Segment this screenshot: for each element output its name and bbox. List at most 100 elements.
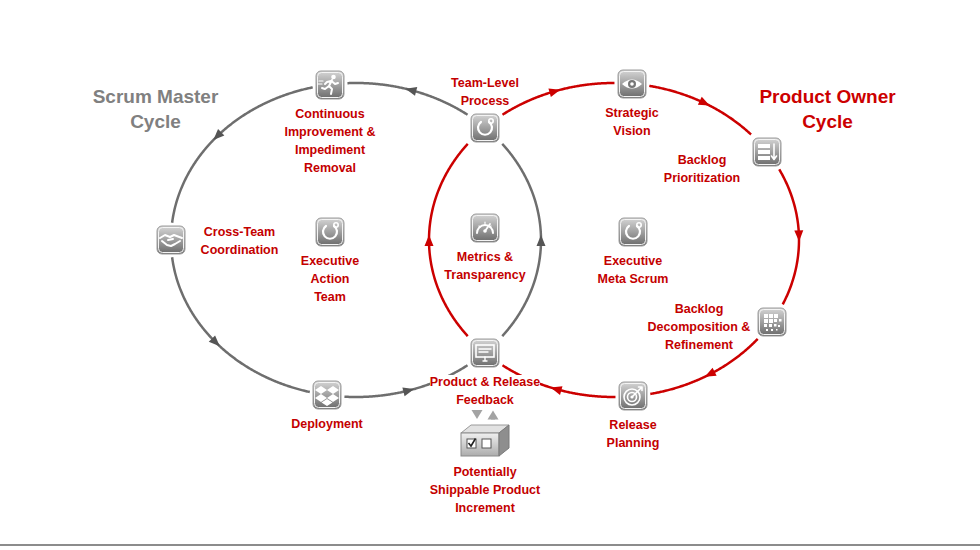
icon-part (479, 222, 491, 227)
label-line: Metrics & Transparency (435, 247, 535, 283)
cycle-arrow (429, 144, 468, 336)
cycle-step: Backlog Prioritization (752, 137, 782, 167)
cycle-connector-group (649, 86, 751, 135)
label-line: Continuous Improvement & Impediment Remo… (278, 104, 382, 176)
icon-part (322, 80, 338, 94)
step-icon (315, 70, 345, 100)
cycle-arrow (502, 144, 541, 336)
cycle-connector-group (425, 144, 468, 336)
step-icon (618, 217, 648, 247)
icon-tile (316, 71, 344, 99)
icon-rim (473, 115, 498, 140)
cycle-step: Cross-Team Coordination (156, 225, 186, 255)
arrow-head (402, 387, 414, 396)
icon-tile (618, 70, 646, 98)
icon-tile (157, 226, 185, 254)
arrow-head (472, 410, 483, 419)
checkbox (482, 439, 491, 448)
icon-rim (621, 220, 646, 245)
icon-tile (471, 114, 499, 142)
label-line: Release Planning (598, 415, 668, 451)
label-group: Team-Level Process (447, 73, 523, 109)
label-group: Deployment (291, 414, 363, 432)
icon-part (758, 150, 770, 154)
icon-part (626, 226, 640, 239)
cycle-step: Metrics & Transparency (470, 213, 500, 243)
label-group: Executive Action Team (294, 251, 366, 305)
icon-part (769, 314, 773, 318)
icon-rim (315, 383, 340, 408)
arrow-head (425, 235, 434, 246)
cycle-step: Potentially Shippable Product Increment (458, 422, 512, 458)
bottom-rule (0, 544, 980, 546)
icon-tile (753, 138, 781, 166)
icon-part (778, 325, 780, 327)
checkbox (467, 439, 476, 448)
step-icon (156, 225, 186, 255)
icon-part (323, 226, 337, 239)
icon-part (637, 223, 641, 227)
arrow-head (698, 97, 710, 106)
step-label: Backlog Prioritization (664, 153, 740, 185)
icon-part (764, 314, 768, 318)
icon-rim (473, 340, 498, 365)
label-line: Potentially Shippable Product Increment (423, 462, 547, 516)
step-icon (312, 380, 342, 410)
step-label: Potentially Shippable Product Increment (430, 465, 540, 515)
icon-part (489, 118, 493, 122)
label-group: Product & Release Feedback (427, 372, 543, 408)
cycle-title: Product Owner Cycle (745, 84, 910, 134)
label-line: Cross-Team Coordination (192, 222, 287, 258)
arrow-head (794, 230, 803, 241)
step-label: Cross-Team Coordination (201, 225, 279, 257)
step-icon (315, 217, 345, 247)
label-group: Executive Meta Scrum (590, 251, 676, 287)
icon-rim (755, 139, 780, 164)
cycle-step: Product & Release Feedback (470, 338, 500, 368)
crate-front (461, 433, 499, 456)
icon-tile (471, 214, 499, 242)
cycle-arrow (649, 86, 751, 135)
cycle-step: Executive Meta Scrum (618, 217, 648, 247)
icon-part (160, 235, 182, 246)
step-icon (470, 113, 500, 143)
label-line: Executive Meta Scrum (590, 251, 676, 287)
label-line: Team-Level Process (447, 73, 523, 109)
step-icon (752, 137, 782, 167)
icon-part (478, 122, 492, 135)
step-label: Team-Level Process (451, 76, 519, 108)
icon-tile (313, 381, 341, 409)
icon-part (318, 81, 323, 84)
icon-rim (621, 384, 646, 409)
step-icon (618, 381, 648, 411)
icon-part (776, 329, 778, 331)
icon-tile (619, 218, 647, 246)
cycle-title: Scrum Master Cycle (78, 84, 233, 134)
cycle-connector-group (172, 257, 310, 392)
icon-rim (318, 72, 343, 97)
icon-part (758, 144, 770, 148)
label-group: Cross-Team Coordination (192, 222, 287, 258)
arrow-head (537, 235, 546, 246)
icon-part (758, 156, 770, 160)
cycle-arrow (172, 87, 313, 222)
label-group: Backlog Prioritization (656, 150, 748, 186)
label-line: Strategic Vision (596, 103, 668, 139)
icon-part (774, 319, 777, 322)
icon-tile (316, 218, 344, 246)
cycle-step: Backlog Decomposition & Refinement (757, 307, 787, 337)
cycle-step: Team-Level Process (470, 113, 500, 143)
step-icon (757, 307, 787, 337)
cycle-connector-group (502, 83, 614, 115)
icon-part (479, 349, 491, 361)
icon-part (769, 324, 772, 327)
icon-part (769, 319, 773, 323)
icon-part (331, 74, 336, 79)
cycle-arrow (779, 169, 799, 304)
icon-part (771, 329, 773, 331)
icon-part (779, 319, 782, 322)
icon-part (476, 345, 494, 357)
label-line: Deployment (291, 414, 363, 432)
